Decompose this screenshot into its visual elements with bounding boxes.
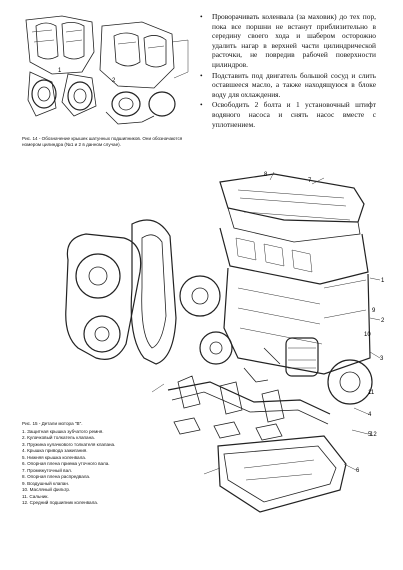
parts-list-item: 12. Средний подшипник коленвала. xyxy=(22,500,99,505)
bullet-icon: • xyxy=(200,70,203,80)
callout-12: 12 xyxy=(370,432,377,438)
parts-list-item: 5. Нижняя крышка коленвала. xyxy=(22,454,87,460)
callout-4: 4 xyxy=(368,412,372,418)
figure-15-caption-title: Рис. 15 - Детали мотора "В". xyxy=(22,421,83,426)
parts-list-item: 10. Масляный фильтр. xyxy=(22,487,71,492)
callout-1: 1 xyxy=(381,278,385,284)
parts-list-item: 6. Опорная плена приема уточного вала. xyxy=(22,461,110,466)
parts-list-item: 9. Воздушный клапан. xyxy=(22,480,70,486)
bullet-icon: • xyxy=(200,12,203,21)
step-text: Проворачивать коленвала (за маховик) до … xyxy=(212,12,376,69)
parts-list-item: 11. Сальник. xyxy=(22,493,49,499)
callout-2: 2 xyxy=(381,318,385,324)
parts-list-item: 4. Крышка привода зажигания. xyxy=(22,448,88,453)
step-item: • Подставить под двигатель большой сосуд … xyxy=(200,71,376,100)
step-text: Подставить под двигатель большой сосуд и… xyxy=(212,70,376,99)
parts-list-item: 1. Защитная крышка зубчатого ремня. xyxy=(22,428,104,434)
fig14-mark-1: 1 xyxy=(58,68,62,74)
step-item: • Освободить 2 болта и 1 установочный шти… xyxy=(200,100,376,129)
parts-list-item: 8. Опорная плена распредвала. xyxy=(22,474,91,479)
figure-15-caption: Рис. 15 - Детали мотора "В". 1. Защитная… xyxy=(22,421,172,507)
bullet-icon: • xyxy=(200,100,203,110)
figure-15-engine-illustration: 1 2 3 4 5 6 7 8 9 10 11 12 xyxy=(65,171,385,513)
parts-list: 1. Защитная крышка зубчатого ремня. 2. К… xyxy=(22,429,172,507)
callout-9: 9 xyxy=(372,308,376,314)
callout-8: 8 xyxy=(264,172,268,178)
parts-list-item: 7. Промежуточный вал. xyxy=(22,467,73,473)
callout-3: 3 xyxy=(380,356,384,362)
callout-10: 10 xyxy=(364,332,371,338)
fig14-mark-2: 2 xyxy=(112,78,116,84)
steps-list: • Проворачивать коленвала (за маховик) до… xyxy=(200,12,376,130)
step-text: Освободить 2 болта и 1 установочный штиф… xyxy=(212,100,376,129)
figure-14-caption: Рис. 14 - Обозначение крышек шатунных по… xyxy=(22,136,183,147)
parts-list-item: 2. Кулачковый толкатель клапана. xyxy=(22,435,95,440)
parts-list-item: 3. Пружина кулачкового толкателя клапана… xyxy=(22,441,116,447)
callout-5: 5 xyxy=(368,432,372,438)
callout-11: 11 xyxy=(368,390,375,396)
step-item: • Проворачивать коленвала (за маховик) до… xyxy=(200,12,376,70)
callout-7: 7 xyxy=(308,178,312,184)
callout-6: 6 xyxy=(356,468,360,474)
figure-14-illustration: 1 2 xyxy=(25,15,189,125)
